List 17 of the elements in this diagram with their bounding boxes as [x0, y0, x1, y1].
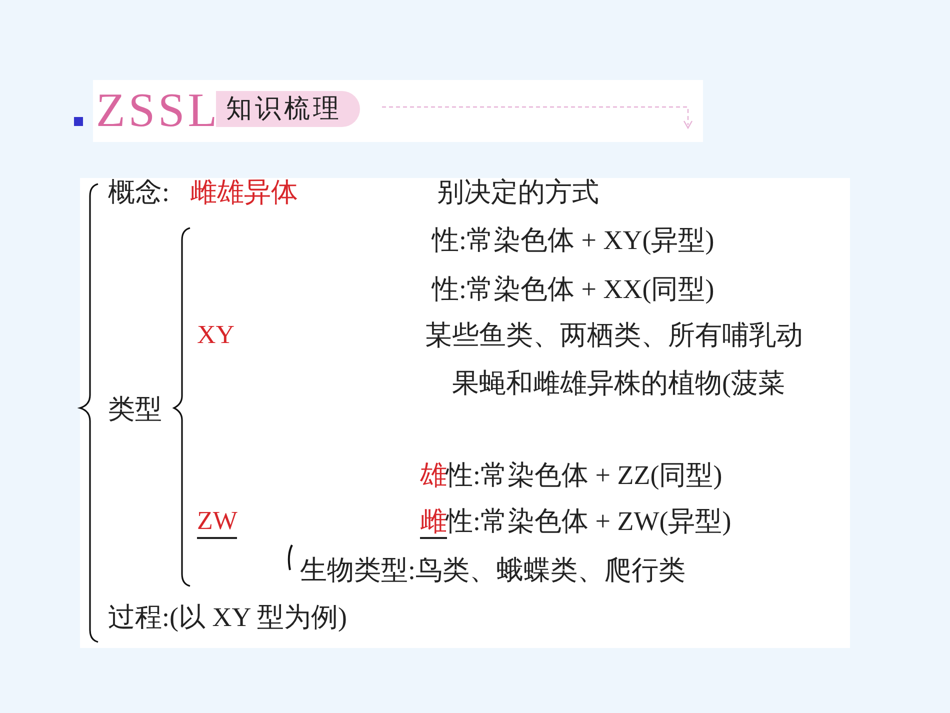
- type-label: ZW: [197, 505, 238, 539]
- text-label: 雄: [420, 459, 447, 491]
- section-tab: 知识梳理: [216, 91, 360, 127]
- text-label: 概念:: [108, 176, 170, 208]
- type-label: XY: [197, 319, 235, 351]
- text-label: 果蝇和雌雄异株的植物(菠菜: [452, 367, 785, 399]
- text-label: 别决定的方式: [437, 176, 599, 208]
- term-text: 雌雄异体: [190, 176, 298, 208]
- text-label: 性:常染色体 + XY(异型): [432, 224, 714, 256]
- text-label: 性:常染色体 + ZW(异型): [446, 505, 732, 537]
- text-label: 生物类型:鸟类、蛾蝶类、爬行类: [300, 554, 686, 586]
- text-label: 过程:(以 XY 型为例): [108, 601, 347, 633]
- text-label: 性:常染色体 + XX(同型): [432, 273, 714, 305]
- text-label: 类型: [108, 393, 162, 425]
- text-label: 雌: [420, 505, 447, 539]
- text-label: 性:常染色体 + ZZ(同型): [446, 459, 722, 491]
- text-label: 某些鱼类、两栖类、所有哺乳动: [425, 319, 803, 351]
